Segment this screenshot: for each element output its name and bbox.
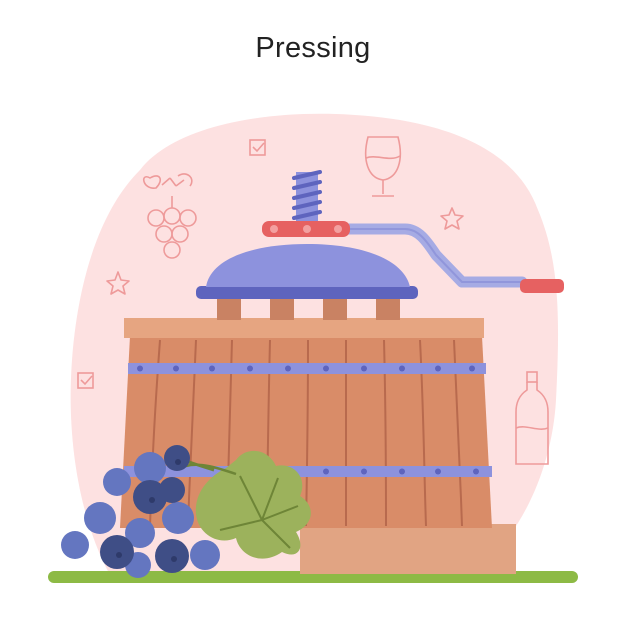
- vine-leaf-icon: [185, 450, 311, 559]
- star-outline-icon: [106, 207, 464, 295]
- press-legs: [217, 298, 400, 320]
- crank-handle: [520, 279, 564, 293]
- checkbox-outline-icon: [77, 139, 266, 389]
- barrel-rim: [124, 318, 484, 338]
- barrel-hoop-top: [128, 363, 486, 374]
- barrel-base: [300, 524, 516, 574]
- wine-glass-outline-icon: [364, 136, 402, 197]
- grape-bunch-icon: [61, 445, 220, 578]
- press-screw: [292, 170, 322, 226]
- page-title: Pressing: [255, 32, 371, 64]
- press-dome: [206, 244, 410, 287]
- grape-outline-icon: [143, 173, 197, 259]
- press-plate: [196, 286, 418, 299]
- wine-bottle-outline-icon: [515, 371, 549, 465]
